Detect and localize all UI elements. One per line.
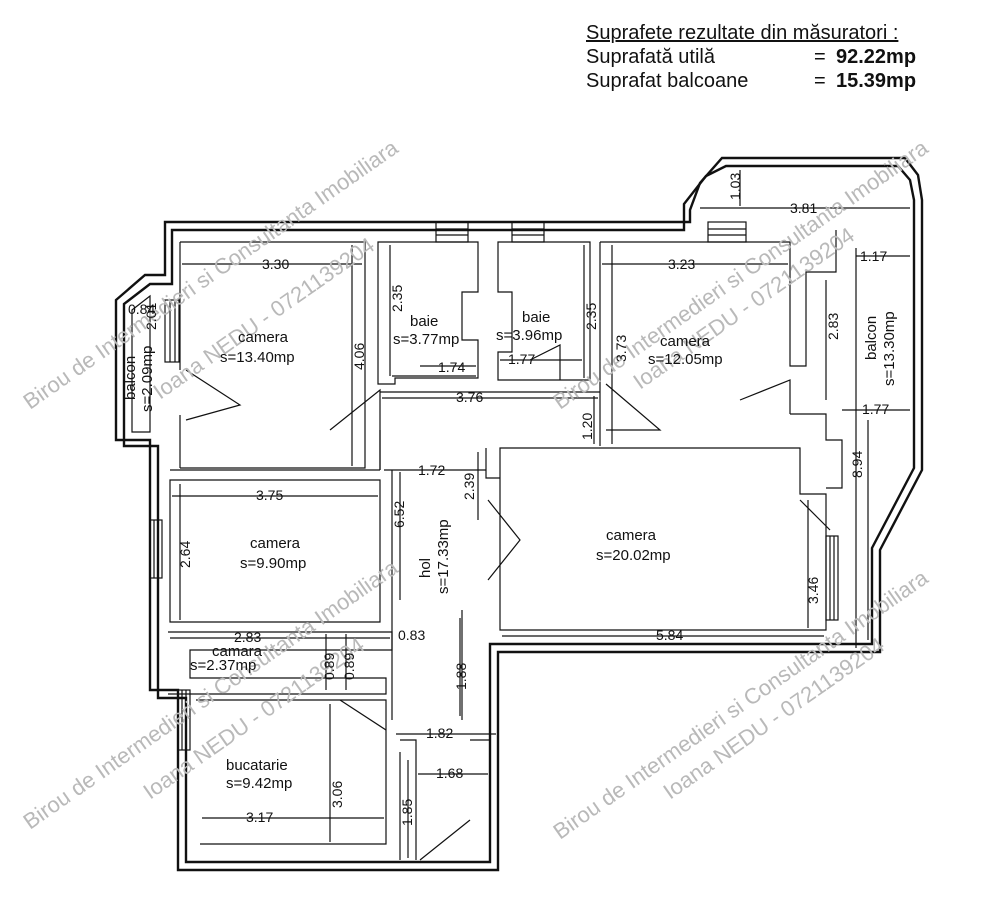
dim-label: 6.52 [391, 501, 407, 528]
useful-area-row: Suprafată utilă = 92.22mp [586, 45, 916, 69]
dim-label: 1.74 [438, 359, 465, 375]
dim-label: 8.94 [849, 451, 865, 478]
room-name: balcon [863, 316, 880, 360]
room-name: hol [417, 558, 434, 578]
dim-label: 1.82 [426, 725, 453, 741]
watermark-line2: Ioana NEDU - 0721139204 [629, 222, 859, 394]
dim-label: 2.35 [583, 303, 599, 330]
dim-label: 4.06 [351, 343, 367, 370]
dim-label: 0.84 [128, 301, 155, 317]
dim-label: 3.46 [805, 577, 821, 604]
dim-label: 2.35 [389, 285, 405, 312]
dim-label: 3.75 [256, 487, 283, 503]
room-name: camera [250, 535, 301, 552]
room-area: s=9.42mp [226, 775, 292, 792]
dim-label: 3.06 [329, 781, 345, 808]
room-area: s=3.96mp [496, 327, 562, 344]
watermark-line1: Birou de Intermedieri si Consultanta Imo… [549, 564, 934, 844]
dim-label: 2.83 [234, 629, 261, 645]
dim-label: 2.01 [143, 303, 159, 330]
dim-label: 1.77 [862, 401, 889, 417]
dim-label: 3.30 [262, 256, 289, 272]
dimension-labels: 3.30 4.06 2.35 1.74 2.35 1.77 3.73 3.23 … [128, 173, 889, 826]
dim-label: 1.68 [436, 765, 463, 781]
dim-label: 1.72 [418, 462, 445, 478]
dim-label: 1.85 [399, 799, 415, 826]
dim-label: 1.20 [579, 413, 595, 440]
dim-label: 5.84 [656, 627, 683, 643]
room-name: camera [660, 333, 711, 350]
dim-label: 1.77 [508, 351, 535, 367]
useful-area-label: Suprafată utilă [586, 46, 715, 68]
room-name: camera [606, 527, 657, 544]
room-area: s=12.05mp [648, 351, 723, 368]
room-name: balcon [122, 356, 139, 400]
summary-title: Suprafete rezultate din măsuratori : [586, 22, 899, 44]
balcony-area-label: Suprafat balcoane [586, 70, 749, 92]
dim-label: 3.76 [456, 389, 483, 405]
room-labels: camera s=13.40mp baie s=3.77mp baie s=3.… [122, 309, 898, 792]
room-area: s=17.33mp [435, 519, 452, 594]
dim-label: 2.83 [825, 313, 841, 340]
equals-sign: = [814, 46, 826, 68]
balcony-area-row: Suprafat balcoane = 15.39mp [586, 69, 916, 93]
room-area: s=13.40mp [220, 349, 295, 366]
dim-label: 3.17 [246, 809, 273, 825]
dim-label: 1.03 [727, 173, 743, 200]
room-name: camara [212, 643, 263, 660]
dim-label: 1.88 [453, 663, 469, 690]
room-area: s=3.77mp [393, 331, 459, 348]
dim-label: 3.23 [668, 256, 695, 272]
balcony-area-value: 15.39mp [836, 70, 917, 92]
room-area: s=20.02mp [596, 547, 671, 564]
room-name: baie [410, 313, 438, 330]
room-area: s=13.30mp [881, 311, 898, 386]
dim-label: 0.83 [398, 627, 425, 643]
room-name: bucatarie [226, 757, 288, 774]
dim-label: 0.89 [341, 653, 357, 680]
dimension-lines [170, 170, 910, 858]
room-area: s=9.90mp [240, 555, 306, 572]
door-swings [185, 344, 831, 861]
dim-label: 0.89 [321, 653, 337, 680]
room-area: s=2.37mp [190, 657, 256, 674]
room-area: s=2.09mp [139, 346, 156, 412]
equals-sign: = [814, 70, 826, 92]
walls [114, 156, 924, 872]
dim-label: 1.17 [860, 248, 887, 264]
useful-area-value: 92.22mp [836, 46, 917, 68]
watermark-line2: Ioana NEDU - 0721139204 [659, 632, 889, 804]
dim-label: 3.81 [790, 200, 817, 216]
room-name: baie [522, 309, 550, 326]
dim-label: 3.73 [613, 335, 629, 362]
dim-label: 2.64 [177, 541, 193, 568]
dim-label: 2.39 [461, 473, 477, 500]
room-name: camera [238, 329, 289, 346]
surface-summary: Suprafete rezultate din măsuratori : Sup… [586, 22, 916, 93]
